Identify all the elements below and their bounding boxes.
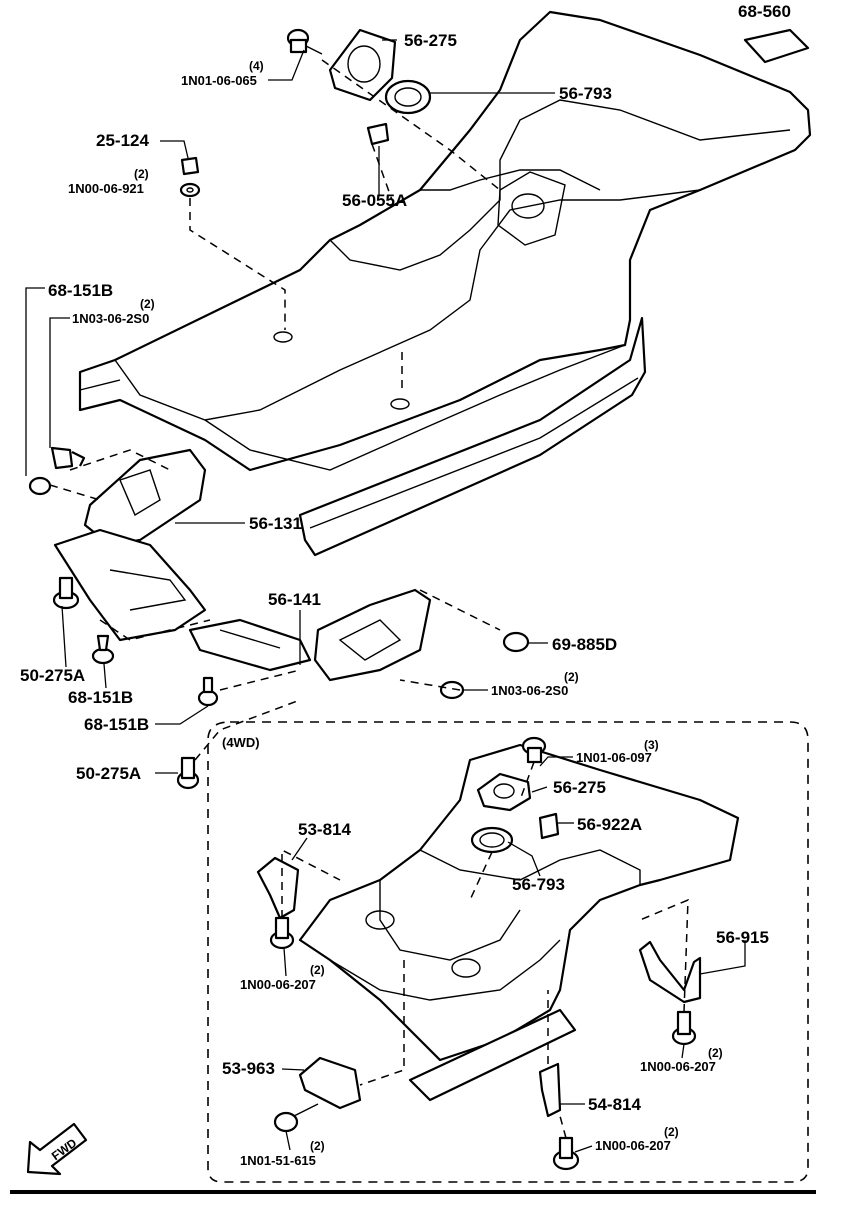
label-53-963: 53-963 <box>222 1059 275 1078</box>
upper-fasteners <box>179 28 432 198</box>
label-68-151b: 68-151B <box>84 715 149 734</box>
label-1n00-06-921: 1N00-06-921 <box>68 181 144 196</box>
label-56-793: 56-793 <box>512 875 565 894</box>
label-56-793: 56-793 <box>559 84 612 103</box>
label-1n01-06-097: 1N01-06-097 <box>576 750 652 765</box>
fwd-arrow-icon: FWD <box>26 1122 88 1176</box>
fasteners-4wd <box>256 856 702 1171</box>
label-1n03-06-2s0: 1N03-06-2S0 <box>72 311 149 326</box>
label-50-275a: 50-275A <box>20 666 85 685</box>
label-56-915: 56-915 <box>716 928 769 947</box>
guide-lines-4wd <box>281 761 689 1139</box>
label-56-055a: 56-055A <box>342 191 407 210</box>
label-1n00-06-207: 1N00-06-207 <box>595 1138 671 1153</box>
frame-label-4wd: (4WD) <box>222 735 260 750</box>
qty-label: (2) <box>708 1046 723 1060</box>
bottom-rule <box>10 1190 816 1194</box>
label-68-151b: 68-151B <box>48 281 113 300</box>
label-1n01-06-065: 1N01-06-065 <box>181 73 257 88</box>
label-53-814: 53-814 <box>298 820 351 839</box>
label-68-151b: 68-151B <box>68 688 133 707</box>
qty-label: (2) <box>310 963 325 977</box>
floor-pan-4wd <box>298 736 740 1102</box>
label-54-814: 54-814 <box>588 1095 641 1114</box>
label-1n03-06-2s0: 1N03-06-2S0 <box>491 683 568 698</box>
part-labels: 68-560 56-275 (4) 1N01-06-065 56-793 25-… <box>20 2 791 1168</box>
floor-pan-2wd <box>78 10 812 557</box>
bracket-56-131 <box>53 448 207 642</box>
qty-label: (2) <box>310 1139 325 1153</box>
label-69-885d: 69-885D <box>552 635 617 654</box>
qty-label: (3) <box>644 738 659 752</box>
label-1n01-51-615: 1N01-51-615 <box>240 1153 316 1168</box>
upper-guide-lines <box>49 59 501 761</box>
label-50-275a: 50-275A <box>76 764 141 783</box>
qty-label: (2) <box>140 297 155 311</box>
label-25-124: 25-124 <box>96 131 149 150</box>
label-56-922a: 56-922A <box>577 815 642 834</box>
qty-label: (2) <box>134 167 149 181</box>
label-1n00-06-207: 1N00-06-207 <box>240 977 316 992</box>
label-56-131: 56-131 <box>249 514 302 533</box>
label-56-275: 56-275 <box>553 778 606 797</box>
label-1n00-06-207: 1N00-06-207 <box>640 1059 716 1074</box>
qty-label: (2) <box>564 670 579 684</box>
frame-4wd-border <box>207 721 809 1183</box>
label-56-141: 56-141 <box>268 590 321 609</box>
qty-label: (2) <box>664 1125 679 1139</box>
left-fasteners <box>28 446 530 790</box>
label-68-560: 68-560 <box>738 2 791 21</box>
qty-label: (4) <box>249 59 264 73</box>
label-56-275: 56-275 <box>404 31 457 50</box>
leader-lines <box>25 39 746 1153</box>
bracket-56-141 <box>188 588 432 682</box>
